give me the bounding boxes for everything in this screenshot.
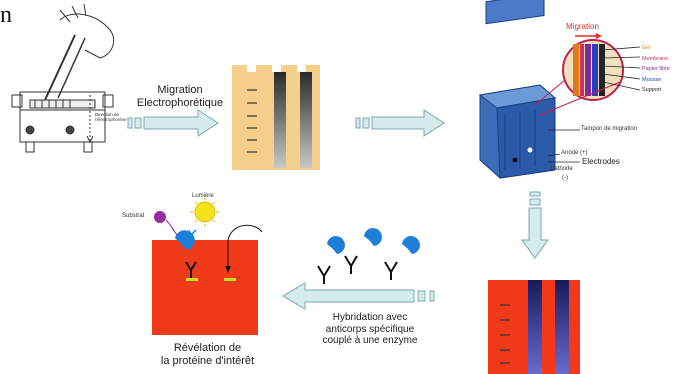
cathode-label: Cathode: [550, 166, 573, 172]
hybridation-line3: couplé à une enzyme: [322, 335, 418, 346]
lumiere-label: Lumière: [192, 193, 214, 199]
electrodes-label: Electrodes: [582, 157, 620, 166]
arrow-down: [521, 191, 549, 259]
gel-after-migration: [232, 65, 320, 170]
membrane-after-transfer: [488, 280, 580, 374]
hybridation-label: Hybridation avec anticorps spécifique co…: [300, 312, 440, 347]
legend-papier: Papier filtre: [642, 66, 670, 72]
legend-membrane: Membrane: [642, 55, 669, 62]
hybridation-line2: anticorps spécifique: [325, 323, 415, 335]
arrow-migration: [127, 109, 219, 137]
hybridation-line1: Hybridation avec: [332, 312, 408, 323]
cathode-sign: (-): [562, 175, 568, 181]
tampon-label: Tampon de migration: [581, 126, 638, 132]
top-left-letter: n: [0, 2, 12, 28]
migration-title: Migration: [566, 22, 599, 31]
migration-line2: Electrophorétique: [136, 96, 224, 109]
light-sun: [194, 201, 216, 223]
revelation-membrane: [152, 224, 263, 335]
hand-note-line1: Direction de: [95, 112, 120, 117]
revelation-line2: la protéine d'intérêt: [160, 354, 255, 367]
legend-gel: Gel: [642, 45, 651, 51]
antibodies-enzyme: [317, 228, 420, 284]
arrow-transfer: [355, 109, 445, 137]
legend-support: Support: [642, 87, 662, 93]
hand-note: Direction de l'électrophorèse: [95, 112, 127, 122]
migration-label: Migration Electrophorétique: [115, 84, 245, 109]
migration-line1: Migration: [157, 84, 203, 96]
substrat-molecule: [154, 211, 166, 223]
revelation-line1: Révélation de: [173, 342, 242, 354]
pipetting-apparatus-drawing: [11, 3, 115, 153]
hand-note-line2: l'électrophorèse: [95, 117, 127, 123]
transfer-tank: [478, 0, 557, 179]
arrow-hybridation: [282, 282, 435, 310]
anode-label: Anode (+): [561, 150, 588, 156]
legend-mousse: Mousse: [642, 76, 662, 83]
sandwich-legend: Gel Membrane Papier filtre Mousse Suppor…: [642, 43, 670, 96]
substrat-label: Substrat: [122, 213, 145, 219]
sandwich-magnifier: [534, 33, 641, 116]
revelation-label: Révélation de la protéine d'intérêt: [145, 342, 270, 367]
